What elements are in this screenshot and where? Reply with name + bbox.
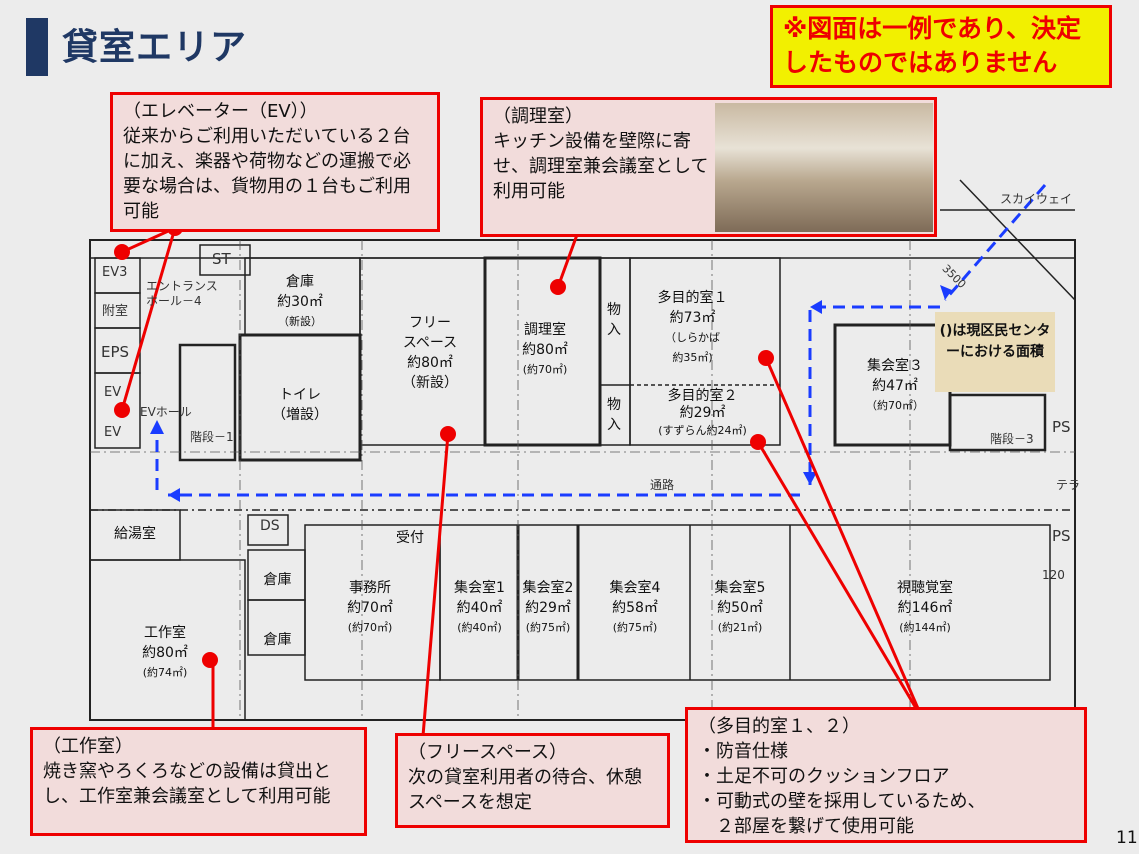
callout-heading: （工作室） <box>43 736 133 757</box>
room-av: 視聴覚室約146㎡(約144㎡) <box>897 580 953 634</box>
label-ev-hall: EVホール <box>140 405 192 419</box>
callout-item: ・可動式の壁を採用しているため、 <box>698 791 986 812</box>
label-skyway: スカイウェイ <box>1000 192 1073 206</box>
room-free-space: フリースペース約80㎡（新設） <box>402 315 458 391</box>
room-office: 事務所約70㎡(約70㎡) <box>347 580 393 634</box>
callout-heading: （エレベーター（EV）） <box>123 101 318 122</box>
label-ps-2: PS <box>1052 527 1071 545</box>
label-ev3: EV3 <box>102 265 128 280</box>
label-monoire-2: 物入 <box>607 397 621 433</box>
label-ev2: EV <box>104 425 122 440</box>
room-storage-1: 倉庫約30㎡（新設） <box>277 274 323 328</box>
label-entrance: エントランス <box>146 279 218 293</box>
callout-workshop: （工作室） 焼き窯やろくろなどの設備は貸出とし、工作室兼会議室として利用可能 <box>30 727 367 836</box>
room-kitchen: 調理室約80㎡(約70㎡) <box>522 322 568 376</box>
label-dimension-2: 120 <box>1042 568 1065 582</box>
page-title: 貸室エリア <box>62 27 248 68</box>
label-monoire-1: 物入 <box>607 302 621 338</box>
label-reception: 受付 <box>396 530 424 546</box>
callout-item: ・土足不可のクッションフロア <box>698 766 950 787</box>
label-ps-1: PS <box>1052 418 1071 436</box>
label-corridor: 通路 <box>650 478 675 492</box>
title-accent-bar <box>26 18 48 76</box>
room-storage-2: 倉庫 <box>263 572 292 588</box>
callout-elevator: （エレベーター（EV）） 従来からご利用いただいている２台に加え、楽器や荷物など… <box>110 92 440 232</box>
callout-body: 焼き窯やろくろなどの設備は貸出とし、工作室兼会議室として利用可能 <box>43 761 331 807</box>
callout-heading: （多目的室１、２） <box>698 716 860 737</box>
label-stair-1: 階段－1 <box>190 430 234 444</box>
label-fushitsu: 附室 <box>102 304 129 319</box>
callout-body: キッチン設備を壁際に寄せ、調理室兼会議室として利用可能 <box>493 131 709 202</box>
room-kyuto: 給湯室 <box>114 526 156 542</box>
label-terrace: テラ <box>1056 478 1081 492</box>
callout-free-space: （フリースペース） 次の貸室利用者の待合、休憩スペースを想定 <box>395 733 670 828</box>
label-st: ST <box>212 250 231 268</box>
callout-body: 従来からご利用いただいている２台に加え、楽器や荷物などの運搬で必要な場合は、貨物… <box>123 126 411 222</box>
callout-body: 次の貸室利用者の待合、休憩スペースを想定 <box>408 767 642 813</box>
callout-item: ２部屋を繋げて使用可能 <box>698 816 914 837</box>
label-ds: DS <box>260 518 280 534</box>
callout-item: ・防音仕様 <box>698 741 788 762</box>
room-storage-3: 倉庫 <box>263 632 292 648</box>
callout-heading: （調理室） <box>493 106 583 127</box>
callout-multipurpose: （多目的室１、２） ・防音仕様 ・土足不可のクッションフロア ・可動式の壁を採用… <box>685 707 1087 843</box>
room-toilet: トイレ（増設） <box>272 387 328 423</box>
label-eps: EPS <box>101 343 130 361</box>
disclaimer-banner: ※図面は一例であり、決定したものではありません <box>770 5 1112 88</box>
page-number: 11 <box>1116 828 1138 848</box>
callout-heading: （フリースペース） <box>408 742 567 763</box>
room-workshop: 工作室約80㎡(約74㎡) <box>142 625 188 679</box>
label-entrance-2: ホール－4 <box>146 294 202 308</box>
label-ev1: EV <box>104 385 122 400</box>
kitchen-photo <box>715 103 933 232</box>
label-stair-3: 階段－3 <box>990 432 1034 446</box>
area-note: ()は現区民センターにおける面積 <box>935 312 1055 392</box>
